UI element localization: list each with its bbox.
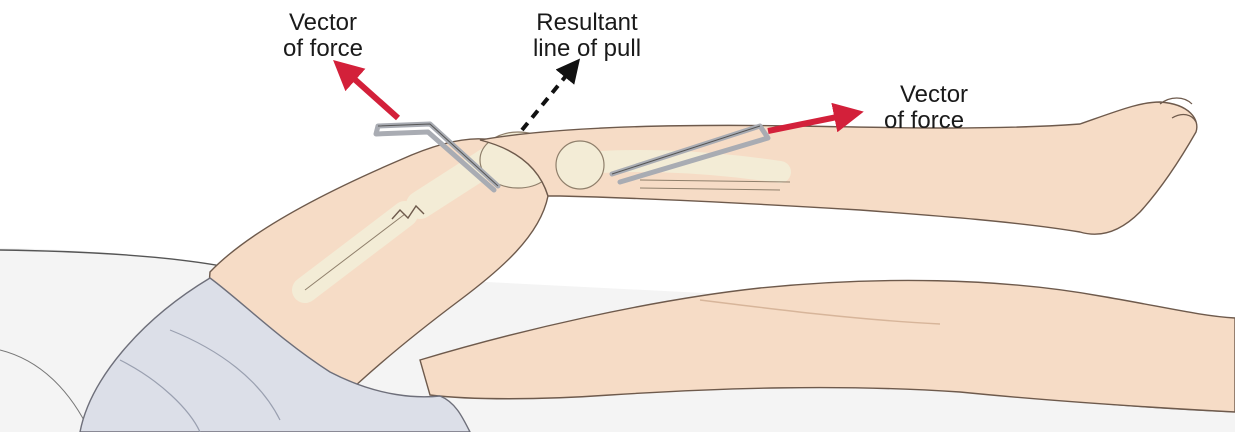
label-vector-of-force-right: Vector of force [884,82,1034,134]
label-vector-of-force-left: Vector of force [248,10,398,62]
label-vector-line1: Vector [248,10,398,36]
label-resultant-line-of-pull: Resultant line of pull [492,10,682,62]
label-vector-line2: of force [248,36,398,62]
label-vector-right-line2: of force [884,108,1034,134]
vector-of-force-arrow-left [342,68,398,118]
label-vector-right-line1: Vector [884,82,1034,108]
label-resultant-line1: Resultant [492,10,682,36]
label-resultant-line2: line of pull [492,36,682,62]
resultant-line-of-pull-arrow [522,66,574,130]
